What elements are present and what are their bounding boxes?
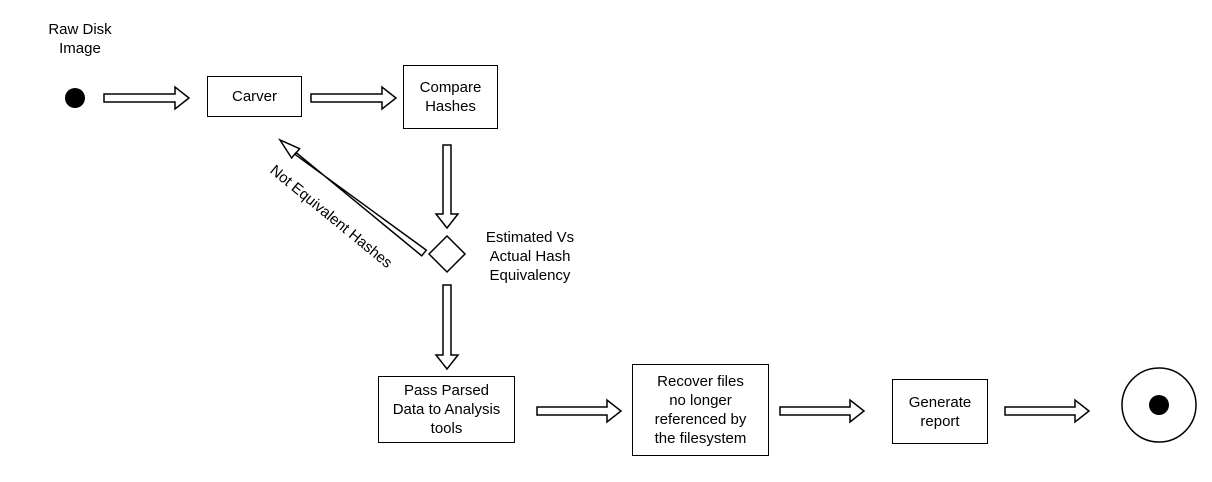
- recover-files-node: Recover files no longer referenced by th…: [632, 364, 769, 456]
- arrow-start-to-carver: [103, 85, 191, 111]
- arrow-decision-to-pass: [434, 284, 460, 371]
- arrow-decision-to-carver: [278, 138, 428, 257]
- decision-label: Estimated Vs Actual Hash Equivalency: [485, 229, 575, 284]
- arrow-carver-to-compare: [310, 85, 398, 111]
- compare-hashes-node: Compare Hashes: [403, 65, 498, 129]
- carver-node: Carver: [207, 76, 302, 117]
- pass-parsed-data-node: Pass Parsed Data to Analysis tools: [378, 376, 515, 443]
- arrow-compare-to-decision: [434, 144, 460, 230]
- generate-report-node: Generate report: [892, 379, 988, 444]
- arrow-pass-to-recover: [536, 398, 623, 424]
- decision-diamond: [427, 234, 467, 274]
- arrow-report-to-end: [1004, 398, 1091, 424]
- start-label: Raw Disk Image: [48, 21, 112, 57]
- start-node: [65, 88, 85, 108]
- end-node-dot: [1149, 395, 1169, 415]
- arrow-recover-to-report: [779, 398, 866, 424]
